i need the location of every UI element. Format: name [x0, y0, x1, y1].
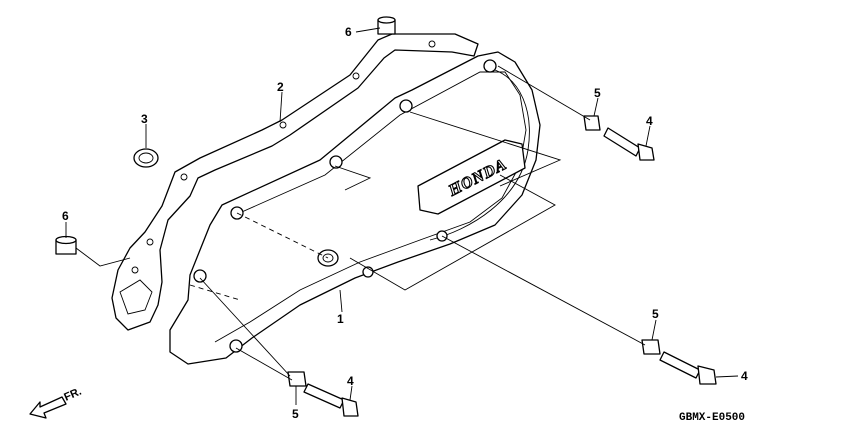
- direction-label: FR.: [62, 386, 83, 404]
- bolt-set-upper-right: [583, 115, 655, 161]
- callout-label: 4: [741, 369, 748, 383]
- diagram-code: GBMX-E0500: [679, 412, 745, 424]
- front-direction-arrow: FR.: [29, 386, 83, 419]
- seal-ring: [133, 148, 159, 168]
- callout-label: 4: [646, 114, 653, 128]
- reference-lines: [75, 65, 646, 381]
- callout-label: 2: [277, 80, 284, 94]
- leader-lines: [65, 27, 739, 405]
- callout-label: 4: [347, 374, 354, 388]
- callout-label: 3: [141, 112, 148, 126]
- bolt-set-lower-right: [641, 339, 717, 385]
- dowel-pin-top: [377, 16, 396, 35]
- callout-label: 6: [62, 209, 69, 223]
- left-crankcase-cover: HONDA: [169, 51, 541, 365]
- callout-label: 1: [337, 312, 344, 326]
- dowel-pin-left: [55, 235, 77, 255]
- callout-label: 5: [594, 86, 601, 100]
- callout-label: 5: [292, 407, 299, 421]
- callout-label: 6: [345, 25, 352, 39]
- callout-label: 5: [652, 307, 659, 321]
- callout-labels: 1 2 3 4 4 5 5 5 6 6 4: [62, 25, 748, 421]
- gasket: [111, 33, 479, 331]
- bolt-set-lower-center: [287, 371, 359, 417]
